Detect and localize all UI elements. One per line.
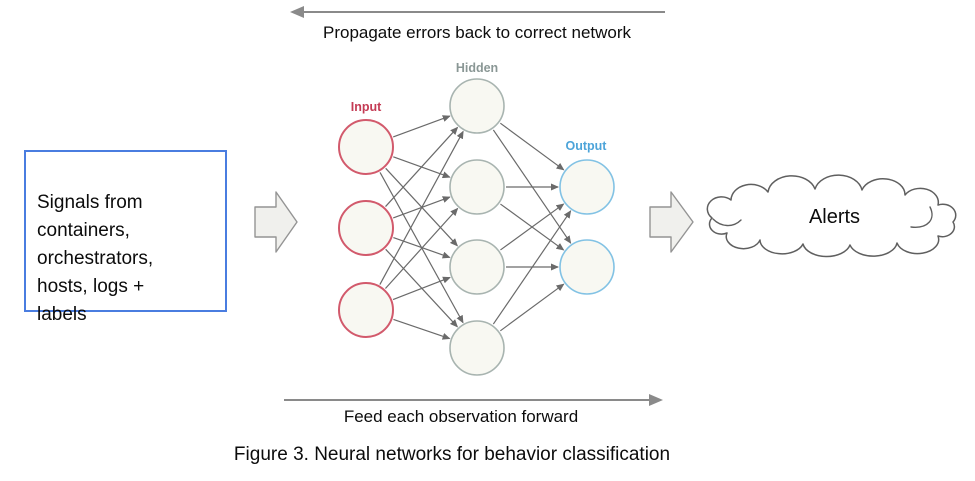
cloud-outline [706, 174, 957, 258]
feedback-arrow [290, 6, 665, 18]
block-arrow-left-icon [254, 191, 298, 253]
figure-caption: Figure 3. Neural networks for behavior c… [233, 444, 671, 465]
network-edge [499, 122, 565, 171]
hidden-node [449, 320, 505, 376]
signals-input-box: Signals from containers, orchestrators, … [24, 150, 227, 325]
network-edges [379, 115, 572, 340]
output-node [559, 159, 615, 215]
output-layer-label: Output [566, 139, 608, 153]
hidden-node [449, 78, 505, 134]
top-flow-label: Propagate errors back to correct network [322, 23, 632, 42]
network-nodes [338, 78, 615, 376]
input-layer-label: Input [351, 100, 382, 114]
alerts-cloud [706, 174, 957, 258]
network-edge [385, 126, 459, 207]
feedback-arrowhead-icon [290, 6, 304, 18]
hidden-layer-label: Hidden [456, 61, 498, 75]
output-node [559, 239, 615, 295]
network-edge [499, 283, 565, 332]
cloud-detail-right [910, 206, 933, 228]
hidden-node [449, 239, 505, 295]
network-edge [492, 210, 572, 325]
network-edge [500, 203, 565, 251]
hidden-node [449, 159, 505, 215]
network-edge [384, 207, 459, 289]
input-node [338, 200, 394, 256]
network-edge [379, 130, 464, 285]
forward-arrowhead-icon [649, 394, 663, 406]
input-node [338, 119, 394, 175]
cloud-detail-left [712, 218, 742, 227]
signals-box-text: Signals from containers, orchestrators, … [37, 192, 154, 325]
alerts-label: Alerts [808, 206, 861, 228]
network-edge [393, 318, 451, 340]
network-edge [392, 115, 451, 138]
block-arrow-right-icon [649, 191, 694, 253]
network-edge [393, 237, 451, 259]
input-node [338, 282, 394, 338]
bottom-flow-label: Feed each observation forward [343, 407, 579, 426]
forward-arrow [284, 394, 663, 406]
network-edge [392, 276, 451, 301]
